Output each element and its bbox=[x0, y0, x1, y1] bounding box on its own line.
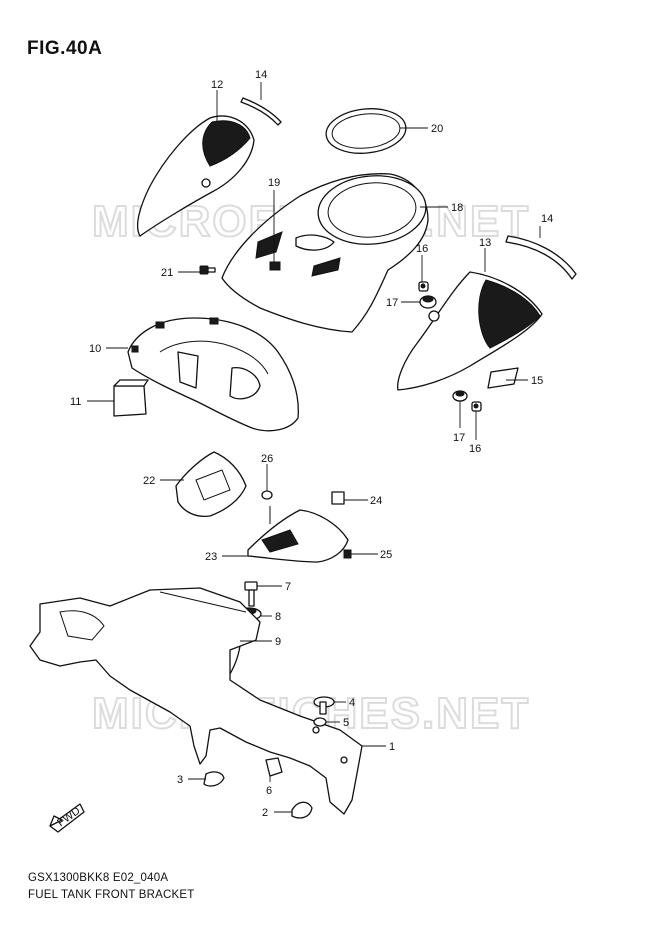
leader-lines bbox=[87, 82, 541, 813]
callout-11: 11 bbox=[70, 396, 81, 408]
part-6-clip bbox=[265, 757, 283, 777]
callout-16-upper: 16 bbox=[416, 243, 428, 255]
part-3-cap bbox=[203, 771, 225, 787]
part-2-cap bbox=[291, 801, 313, 819]
part-18-tank-cover bbox=[221, 173, 429, 333]
callout-2: 2 bbox=[262, 807, 268, 819]
callout-17-lower: 17 bbox=[453, 432, 465, 444]
callout-12: 12 bbox=[211, 79, 223, 91]
figure-title: FIG.40A bbox=[27, 38, 103, 59]
part-5-nut bbox=[313, 717, 327, 727]
callout-15: 15 bbox=[531, 375, 543, 387]
fwd-arrow-icon: FWD bbox=[49, 803, 85, 833]
callout-20: 20 bbox=[431, 123, 443, 135]
callout-25: 25 bbox=[380, 549, 392, 561]
callout-14: 14 bbox=[255, 69, 267, 81]
part-14-trim-strip-left bbox=[240, 97, 282, 126]
callout-5: 5 bbox=[343, 717, 349, 729]
callout-17-upper: 17 bbox=[386, 297, 398, 309]
part-12-left-cover bbox=[136, 115, 255, 237]
part-13-right-cover bbox=[397, 271, 543, 391]
part-4-bolt bbox=[313, 696, 335, 715]
part-17-cushion-upper bbox=[419, 295, 437, 309]
callout-7: 7 bbox=[285, 581, 291, 593]
part-15-tape bbox=[487, 367, 519, 389]
callout-19: 19 bbox=[268, 177, 280, 189]
model-code: GSX1300BKK8 E02_040A bbox=[28, 872, 169, 884]
part-21-bolt bbox=[199, 265, 216, 275]
part-22-bracket bbox=[175, 451, 247, 518]
part-10-inner-cover bbox=[127, 317, 299, 432]
part-7-bolt bbox=[244, 581, 258, 607]
part-16-grommet-lower bbox=[471, 401, 482, 412]
callout-22: 22 bbox=[143, 475, 155, 487]
part-16-grommet-upper bbox=[418, 281, 429, 292]
callout-8: 8 bbox=[275, 611, 281, 623]
part-23-bracket bbox=[247, 506, 349, 563]
part-25-bolt bbox=[343, 549, 352, 559]
part-17-cushion-lower bbox=[452, 390, 468, 402]
figure-name: FUEL TANK FRONT BRACKET bbox=[28, 889, 195, 901]
callout-1: 1 bbox=[389, 741, 395, 753]
part-26-clip bbox=[261, 490, 273, 500]
part-1-front-bracket bbox=[29, 587, 363, 815]
callout-3: 3 bbox=[177, 774, 183, 786]
callout-21: 21 bbox=[161, 267, 173, 279]
part-11-sponge-block bbox=[113, 379, 149, 417]
callout-6: 6 bbox=[266, 785, 272, 797]
callout-14-right: 14 bbox=[541, 213, 553, 225]
part-24-nut bbox=[331, 491, 345, 505]
callout-24: 24 bbox=[370, 495, 382, 507]
callout-18: 18 bbox=[451, 202, 463, 214]
callout-26: 26 bbox=[261, 453, 273, 465]
part-20-ring bbox=[325, 108, 407, 154]
part-14-trim-strip-right bbox=[505, 235, 577, 280]
callout-16-lower: 16 bbox=[469, 443, 481, 455]
callout-23: 23 bbox=[205, 551, 217, 563]
callout-labels: 12 14 20 19 18 14 13 16 17 21 10 11 15 1… bbox=[70, 69, 553, 819]
callout-13: 13 bbox=[479, 237, 491, 249]
callout-10: 10 bbox=[89, 343, 101, 355]
callout-4: 4 bbox=[349, 697, 355, 709]
callout-9: 9 bbox=[275, 636, 281, 648]
